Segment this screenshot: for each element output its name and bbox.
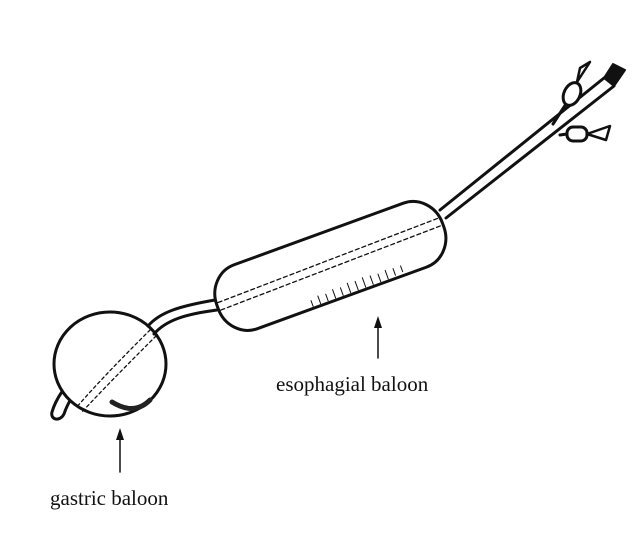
esophageal-balloon [213, 200, 448, 332]
main-tube [438, 76, 616, 220]
esophageal-arrow [374, 316, 382, 359]
gastric-balloon [52, 310, 168, 418]
gastric-balloon-label: gastric baloon [50, 486, 169, 510]
connecting-tube [146, 298, 219, 336]
upper-port [551, 102, 568, 126]
gastric-arrow [116, 428, 124, 473]
esophageal-balloon-label: esophagial baloon [276, 372, 429, 396]
